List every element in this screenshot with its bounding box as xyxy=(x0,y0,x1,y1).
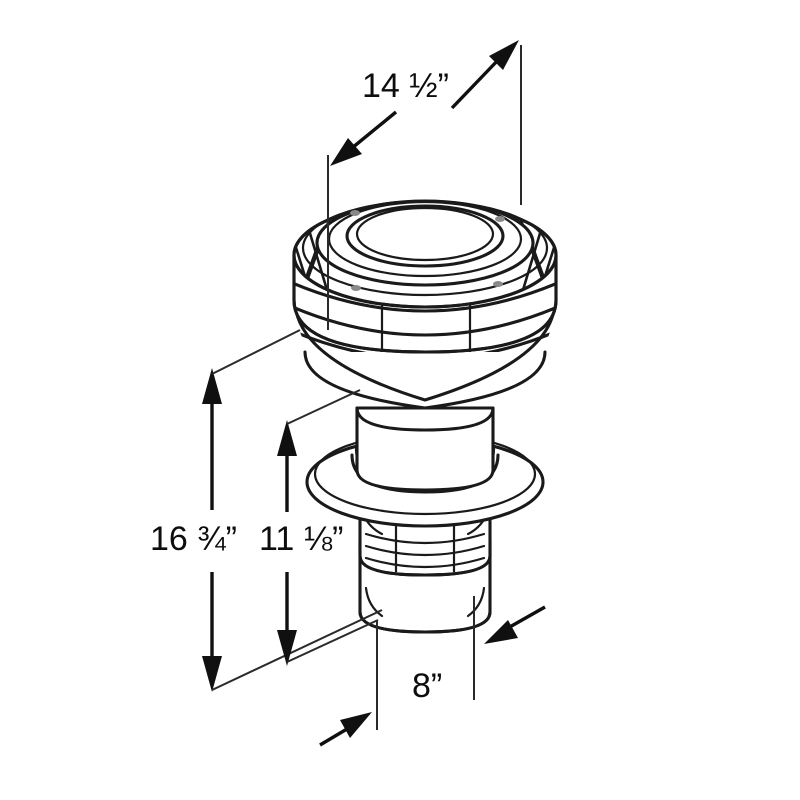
cap-band-3 xyxy=(295,304,555,337)
dimension-width: 14 ½” xyxy=(330,40,519,166)
dimension-label-width: 14 ½” xyxy=(362,67,449,105)
overall-height-arrow-down xyxy=(202,656,222,692)
dimension-body-height: 11 ⅛” xyxy=(259,389,379,666)
body-height-top-leader xyxy=(286,389,361,425)
flue-pipe-seam-left xyxy=(364,586,384,618)
cap-top-lid xyxy=(315,199,535,291)
dimension-overall-height: 16 ¾” xyxy=(150,329,383,692)
overall-height-top-leader xyxy=(211,329,301,375)
pipe-diameter-arrow-2 xyxy=(340,712,372,738)
pipe-vent-slots xyxy=(364,526,486,572)
dimension-pipe-diameter: 8” xyxy=(319,605,546,747)
pipe-vent-band xyxy=(358,510,492,577)
cap-lid-inner-disc xyxy=(345,204,505,268)
dimension-label-overall-height: 16 ¾” xyxy=(150,520,237,558)
body-height-arrow-up xyxy=(277,420,297,456)
width-leader-lower xyxy=(350,110,398,150)
cap-band-4 xyxy=(295,328,555,352)
riser-tube xyxy=(355,406,495,492)
overall-height-bottom-leader xyxy=(211,609,383,691)
riser-tube-top-edge xyxy=(355,406,495,432)
dimension-label-body-height: 11 ⅛” xyxy=(259,520,343,558)
body-height-arrow-down xyxy=(277,630,297,666)
cap-band-2 xyxy=(295,280,555,313)
overall-height-arrow-up xyxy=(202,368,222,404)
width-leader-upper xyxy=(450,56,502,110)
riser-tube-shell xyxy=(355,406,495,492)
pipe-diameter-leader xyxy=(507,605,546,630)
flue-pipe-bottom-edge xyxy=(358,610,492,634)
cap-lid-ring-2 xyxy=(355,206,495,262)
extension-lines xyxy=(327,45,522,730)
cap-skirt-lower-edge xyxy=(303,350,547,410)
pipe-slot-2 xyxy=(364,544,486,557)
pipe-vent-band-bottom xyxy=(358,554,492,577)
flue-pipe-seam-right xyxy=(466,586,486,618)
pipe-slot-1 xyxy=(364,532,486,545)
cap-body-outline xyxy=(292,253,558,354)
screw-dot-1 xyxy=(350,210,360,216)
screw-dot-4 xyxy=(493,281,503,287)
pipe-diameter-arrow xyxy=(484,620,518,644)
screw-dot-3 xyxy=(351,285,361,291)
dimension-label-pipe-diameter: 8” xyxy=(412,667,442,705)
width-arrow-upper xyxy=(489,40,519,70)
part-assembly xyxy=(292,199,558,634)
width-arrow-lower xyxy=(330,138,362,166)
body-height-bottom-leader xyxy=(286,619,379,663)
pipe-slot-3 xyxy=(364,556,486,569)
screw-dot-2 xyxy=(495,216,505,222)
